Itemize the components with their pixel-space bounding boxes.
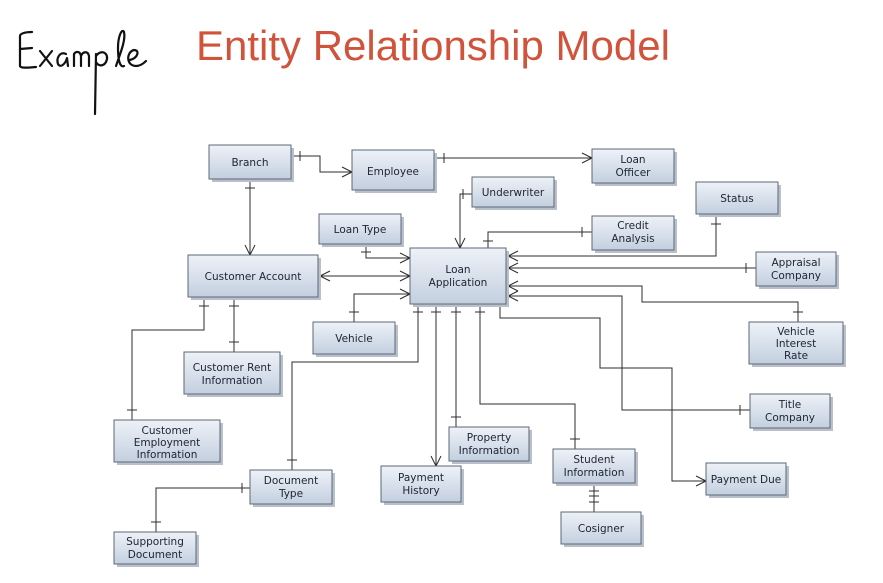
entity-loan-application: Loan Application xyxy=(409,247,509,307)
entity-label-line: Student xyxy=(573,454,614,466)
entity-label-line: Appraisal xyxy=(771,257,820,269)
entity-label-line: Information xyxy=(564,467,625,479)
entity-label-line: Vehicle xyxy=(335,333,373,345)
entity-label-line: Payment Due xyxy=(711,474,782,486)
entity-student-information: Student Information xyxy=(552,448,638,486)
entity-label-line: Document xyxy=(264,475,318,487)
entity-title-company: Title Company xyxy=(749,393,833,431)
entity-property-information: Property Information xyxy=(448,426,532,464)
entity-customer-account: Customer Account xyxy=(187,254,321,300)
entity-label-line: Customer Account xyxy=(205,271,302,283)
entity-customer-employment-information: Customer Employment Information xyxy=(113,419,223,465)
handwritten-example-note xyxy=(18,29,148,116)
entity-label-line: Vehicle xyxy=(777,326,815,338)
entity-label-line: Information xyxy=(137,449,198,461)
entity-vehicle-interest-rate: Vehicle Interest Rate xyxy=(748,321,846,367)
entity-label-line: Employment xyxy=(134,437,201,449)
entity-loan-type: Loan Type xyxy=(318,213,404,247)
entity-label-line: Company xyxy=(765,412,815,424)
entity-label-line: Supporting xyxy=(126,536,184,548)
entity-payment-history: Payment History xyxy=(380,465,464,505)
entity-label-line: Officer xyxy=(616,167,652,179)
entity-supporting-document: Supporting Document xyxy=(113,531,199,567)
entity-appraisal-company: Appraisal Company xyxy=(755,251,839,289)
entity-label-line: Customer xyxy=(141,425,193,437)
entity-label-line: Status xyxy=(720,193,753,205)
entity-label-line: Analysis xyxy=(611,233,654,245)
relationship-lines xyxy=(127,151,803,532)
entity-label-line: Interest xyxy=(776,338,816,350)
entity-branch-label: Branch xyxy=(231,157,268,169)
entity-label-line: Loan Type xyxy=(334,224,387,236)
entity-document-type: Document Type xyxy=(249,469,335,507)
entity-label-line: Loan xyxy=(445,264,470,276)
entity-label-line: Company xyxy=(771,270,821,282)
entity-label-line: Property xyxy=(467,432,511,444)
entity-loan-officer: Loan Officer xyxy=(591,148,677,186)
entity-payment-due: Payment Due xyxy=(705,462,789,498)
entity-underwriter: Underwriter xyxy=(471,176,557,210)
page-title: Entity Relationship Model xyxy=(196,22,670,69)
entity-label-line: History xyxy=(402,485,439,497)
entity-label-line: Underwriter xyxy=(482,187,545,199)
entity-customer-rent-information: Customer Rent Information xyxy=(183,351,283,397)
entity-status: Status xyxy=(695,181,781,217)
entity-label-line: Information xyxy=(459,445,520,457)
entity-label-line: Payment xyxy=(398,472,444,484)
entity-cosigner: Cosigner xyxy=(560,511,644,547)
entity-label-line: Information xyxy=(202,375,263,387)
entity-branch: Branch xyxy=(208,144,294,182)
entity-label-line: Cosigner xyxy=(578,523,625,535)
entity-employee: Employee xyxy=(351,149,437,193)
entity-label-line: Loan xyxy=(620,154,645,166)
entity-label-line: Customer Rent xyxy=(193,362,271,374)
entity-label-line: Title xyxy=(778,399,802,411)
entity-label-line: Type xyxy=(278,488,303,500)
entity-credit-analysis: Credit Analysis xyxy=(591,215,677,253)
entity-employee-label: Employee xyxy=(367,166,419,178)
entity-label-line: Credit xyxy=(617,220,649,232)
entity-label-line: Application xyxy=(429,277,488,289)
entity-label-line: Document xyxy=(128,549,182,561)
entity-label-line: Rate xyxy=(784,350,808,362)
entity-vehicle: Vehicle xyxy=(312,321,398,357)
